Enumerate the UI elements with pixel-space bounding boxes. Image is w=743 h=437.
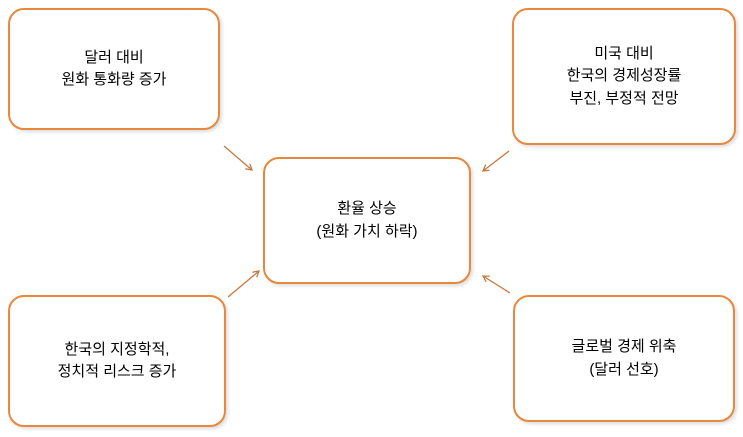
node-text-line: 달러 대비 xyxy=(84,48,144,66)
node-growth-outlook-negative: 미국 대비 한국의 경제성장률 부진, 부정적 전망 xyxy=(512,8,736,145)
node-text-line: 원화 통화량 증가 xyxy=(61,71,167,88)
node-text-line: 미국 대비 xyxy=(594,44,654,62)
node-text-line: 글로벌 경제 위축 xyxy=(571,338,677,355)
arrow-top-right-to-center xyxy=(483,150,510,171)
node-text-line: (원화 가치 하락) xyxy=(316,222,418,240)
node-text-line: (달러 선호) xyxy=(589,360,659,378)
node-text-line: 한국의 경제성장률 xyxy=(566,67,682,85)
node-geopolitical-risk: 한국의 지정학적, 정치적 리스크 증가 xyxy=(8,295,226,427)
arrow-top-left-to-center xyxy=(223,145,252,170)
node-global-economy-contraction: 글로벌 경제 위축 (달러 선호) xyxy=(513,295,735,422)
node-text-line: 부진, 부정적 전망 xyxy=(569,89,679,107)
arrow-bottom-right-to-center xyxy=(483,276,511,294)
node-exchange-rate-rise: 환율 상승 (원화 가치 하락) xyxy=(263,157,471,284)
node-text-line: 정치적 리스크 증가 xyxy=(57,363,177,380)
arrow-bottom-left-to-center xyxy=(227,271,259,298)
node-money-supply-increase: 달러 대비 원화 통화량 증가 xyxy=(8,8,220,130)
node-text-line: 한국의 지정학적, xyxy=(64,340,170,358)
node-text-line: 환율 상승 xyxy=(337,200,397,217)
